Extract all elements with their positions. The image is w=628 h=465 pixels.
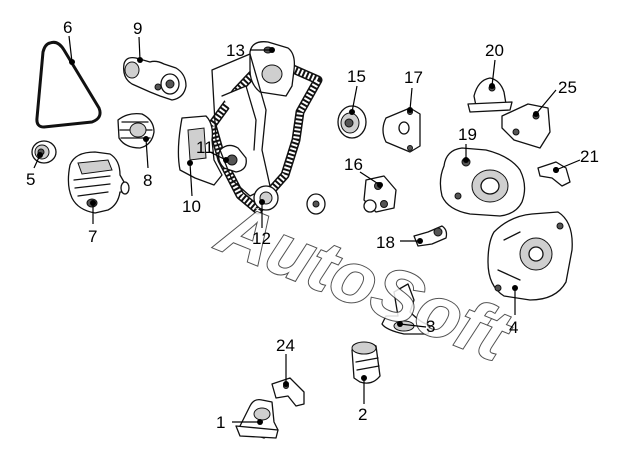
callout-21: 21 [553, 147, 599, 173]
svg-text:24: 24 [276, 336, 295, 355]
callout-12: 12 [252, 199, 271, 248]
part-17-cover-plate[interactable] [382, 107, 421, 153]
callout-13: 13 [226, 41, 275, 60]
svg-text:16: 16 [344, 155, 363, 174]
svg-text:7: 7 [88, 227, 97, 246]
callout-2: 2 [358, 375, 367, 424]
part-10-lower-timing-cover[interactable] [177, 115, 223, 186]
part-9-engine-mount[interactable] [123, 56, 187, 101]
part-19-water-pump[interactable] [439, 147, 526, 217]
part-8-tensioner-pulley[interactable] [117, 112, 155, 149]
callout-18: 18 [376, 233, 423, 252]
svg-text:17: 17 [404, 68, 423, 87]
svg-text:12: 12 [252, 229, 271, 248]
svg-text:10: 10 [182, 197, 201, 216]
part-7-alternator[interactable] [67, 151, 130, 214]
part-15-idler-pulley[interactable] [337, 105, 367, 139]
callout-20: 20 [485, 41, 504, 89]
callout-6: 6 [63, 18, 75, 65]
svg-text:25: 25 [558, 78, 577, 97]
svg-text:1: 1 [216, 413, 225, 432]
part-16-tensioner-bracket[interactable] [363, 175, 397, 213]
callout-25: 25 [533, 78, 577, 117]
callout-3: 3 [397, 317, 435, 336]
callout-19: 19 [458, 125, 477, 163]
svg-text:11: 11 [196, 138, 214, 157]
svg-text:15: 15 [347, 67, 366, 86]
part-1-engine-mount[interactable] [235, 398, 279, 439]
svg-text:6: 6 [63, 18, 72, 37]
svg-text:3: 3 [426, 317, 435, 336]
callout-7: 7 [88, 200, 97, 246]
part-2-oil-filter[interactable] [351, 341, 381, 384]
svg-text:8: 8 [143, 171, 152, 190]
part-6-drive-belt[interactable] [35, 40, 102, 129]
svg-text:13: 13 [226, 41, 245, 60]
callout-15: 15 [347, 67, 366, 115]
svg-text:4: 4 [509, 318, 518, 337]
callout-4: 4 [509, 285, 518, 337]
callout-5: 5 [26, 152, 43, 189]
svg-text:18: 18 [376, 233, 395, 252]
svg-text:9: 9 [133, 19, 142, 38]
callout-9: 9 [133, 19, 143, 63]
svg-text:2: 2 [358, 405, 367, 424]
callout-24: 24 [276, 336, 295, 387]
callout-16: 16 [344, 155, 383, 188]
callout-17: 17 [404, 68, 423, 113]
callout-8: 8 [143, 136, 152, 190]
part-4-front-cover[interactable] [487, 211, 573, 301]
svg-text:20: 20 [485, 41, 504, 60]
callout-10: 10 [182, 160, 201, 216]
part-14-idler[interactable] [306, 193, 326, 215]
svg-text:19: 19 [458, 125, 477, 144]
svg-text:5: 5 [26, 170, 35, 189]
svg-text:21: 21 [580, 147, 599, 166]
callout-11: 11 [196, 138, 229, 163]
callout-1: 1 [216, 413, 263, 432]
part-20-mount-rubber[interactable] [467, 77, 513, 113]
part-5-idler-pulley[interactable] [31, 140, 57, 164]
